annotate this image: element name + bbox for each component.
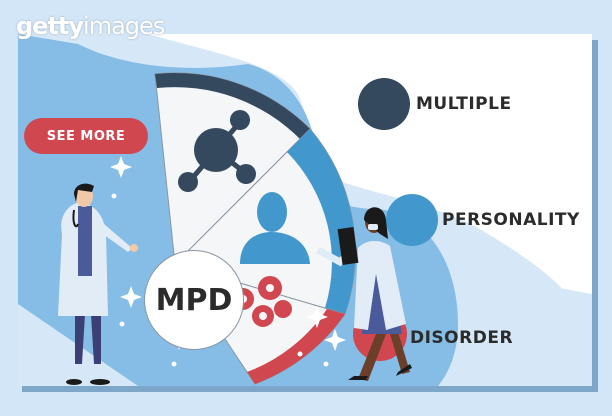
banner-card: MPD SEE MORE MULTIPLE PERSONALITY DISORD… <box>18 34 592 386</box>
see-more-button[interactable]: SEE MORE <box>24 118 148 154</box>
male-doctor-figure <box>58 183 138 385</box>
female-doctor-figure <box>316 207 412 381</box>
watermark-brand-bold: getty <box>16 12 84 40</box>
person-silhouette-icon <box>240 192 310 264</box>
acronym-circle: MPD <box>144 250 244 350</box>
molecule-icon <box>178 110 256 192</box>
multiple-bullet <box>358 78 410 130</box>
term-personality: PERSONALITY <box>442 210 580 230</box>
term-disorder: DISORDER <box>410 328 514 348</box>
watermark-logo: gettyimages <box>16 12 165 40</box>
term-multiple: MULTIPLE <box>416 94 512 114</box>
acronym-text: MPD <box>155 282 233 318</box>
personality-bullet <box>386 194 438 246</box>
watermark-brand-light: images <box>83 12 165 40</box>
